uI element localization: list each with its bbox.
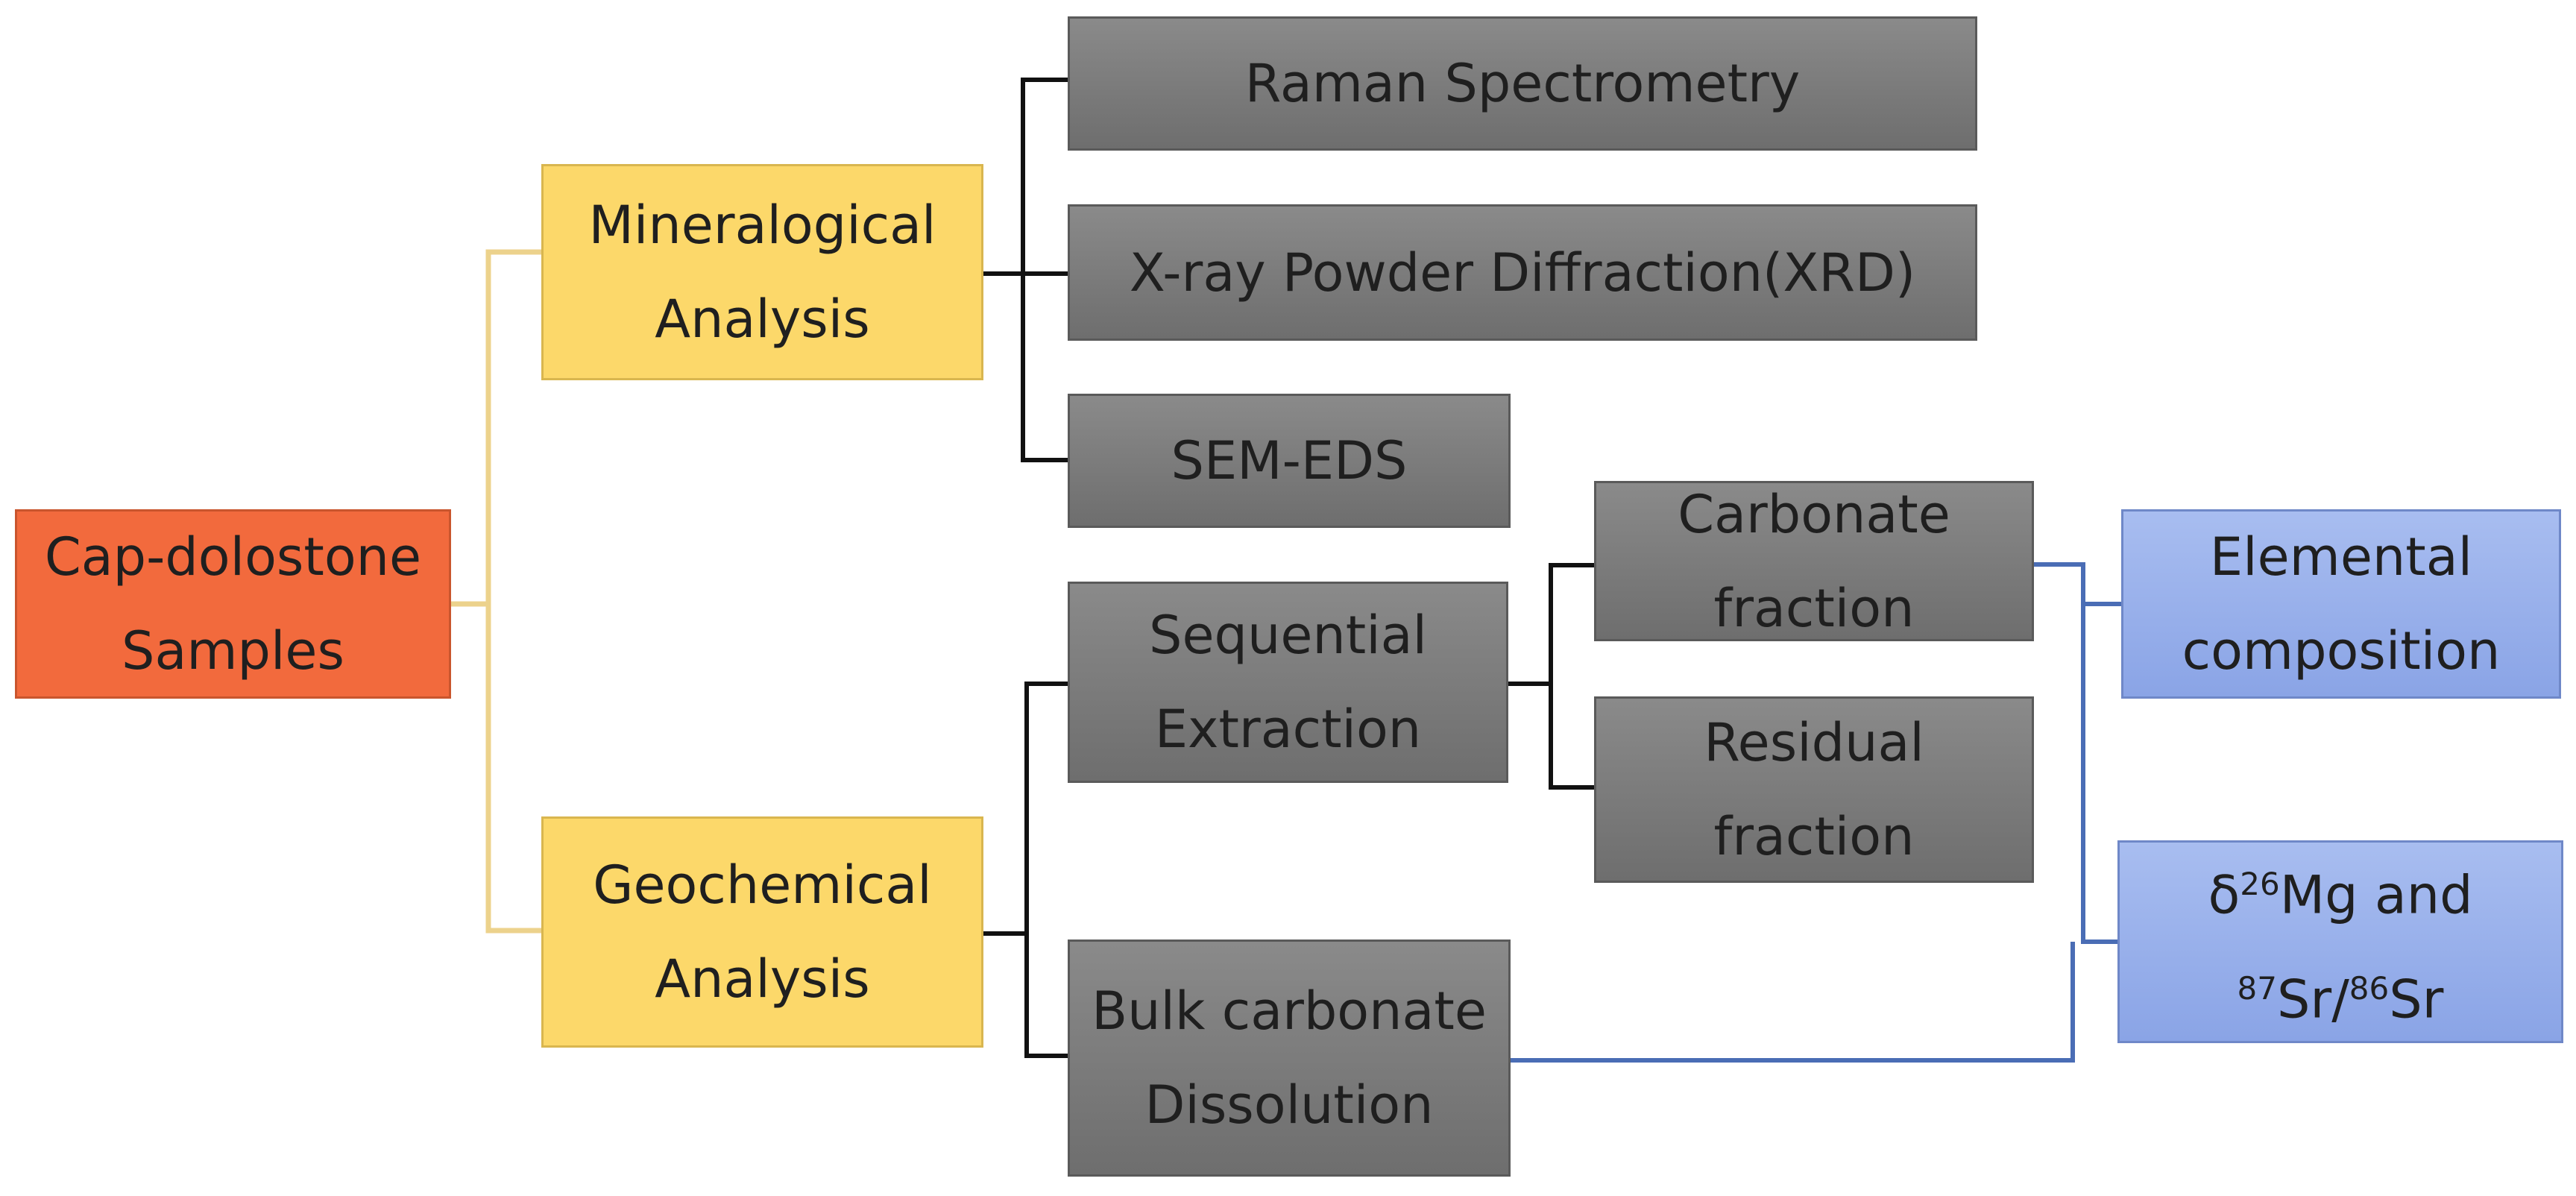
raman-spectrometry-box: Raman Spectrometry [1068,16,1977,151]
bulk-label-line2: Dissolution [1144,1074,1434,1136]
carbonate-fraction-box: Carbonate fraction [1594,481,2034,641]
residual-fraction-box: Residual fraction [1594,696,2034,883]
mineralogical-label-line2: Analysis [655,289,870,350]
geochemical-analysis-box: Geochemical Analysis [541,816,983,1048]
cap-dolostone-samples-box: Cap-dolostone Samples [15,509,451,699]
carbonate-label-line2: fraction [1713,577,1915,639]
connector-bulk-to-isotopes [1511,942,2075,1063]
mineralogical-label-line1: Mineralogical [588,195,936,256]
geochemical-label-line2: Analysis [655,948,870,1010]
isotope-line1: δ26Mg and [2208,837,2472,942]
residual-label-line1: Residual [1704,712,1924,773]
sequential-label-line1: Sequential [1149,605,1427,666]
residual-label-line2: fraction [1713,806,1915,867]
sem-eds-label: SEM-EDS [1171,430,1408,491]
sr87-mass-number: 87 [2237,970,2277,1007]
sr-ratio-part-a: Sr/ [2276,969,2349,1030]
mg-and-label: Mg and [2279,864,2473,925]
connector-sequential-to-fractions [1549,563,1594,790]
mineralogical-analysis-box: Mineralogical Analysis [541,164,983,380]
raman-label: Raman Spectrometry [1244,53,1801,114]
sequential-extraction-box: Sequential Extraction [1068,582,1508,783]
root-label-line2: Samples [122,620,344,682]
xrd-box: X-ray Powder Diffraction(XRD) [1068,204,1977,341]
connector-geochemical-to-methods [1024,682,1068,1058]
sem-eds-box: SEM-EDS [1068,394,1511,528]
sr-ratio-part-b: Sr [2389,969,2444,1030]
bulk-label-line1: Bulk carbonate [1092,981,1487,1042]
isotope-line2: 87Sr/86Sr [2238,942,2444,1046]
root-label-line1: Cap-dolostone [44,526,422,588]
elemental-composition-box: Elemental composition [2121,509,2561,699]
isotope-ratios-box: δ26Mg and 87Sr/86Sr [2117,840,2563,1043]
sr86-mass-number: 86 [2349,970,2390,1007]
elemental-label-line2: composition [2182,620,2501,682]
carbonate-label-line1: Carbonate [1678,483,1950,545]
geochemical-label-line1: Geochemical [593,854,932,916]
elemental-label-line1: Elemental [2209,526,2473,588]
connector-root-to-analyses [485,249,541,934]
sequential-label-line2: Extraction [1154,699,1422,760]
bulk-carbonate-dissolution-box: Bulk carbonate Dissolution [1068,940,1511,1177]
xrd-label: X-ray Powder Diffraction(XRD) [1129,242,1916,303]
delta-symbol: δ [2208,864,2240,925]
mg-mass-number: 26 [2240,865,2280,902]
connector-carbonate-to-outputs [2034,562,2117,944]
connector-mineralogical-to-methods [1021,78,1068,462]
